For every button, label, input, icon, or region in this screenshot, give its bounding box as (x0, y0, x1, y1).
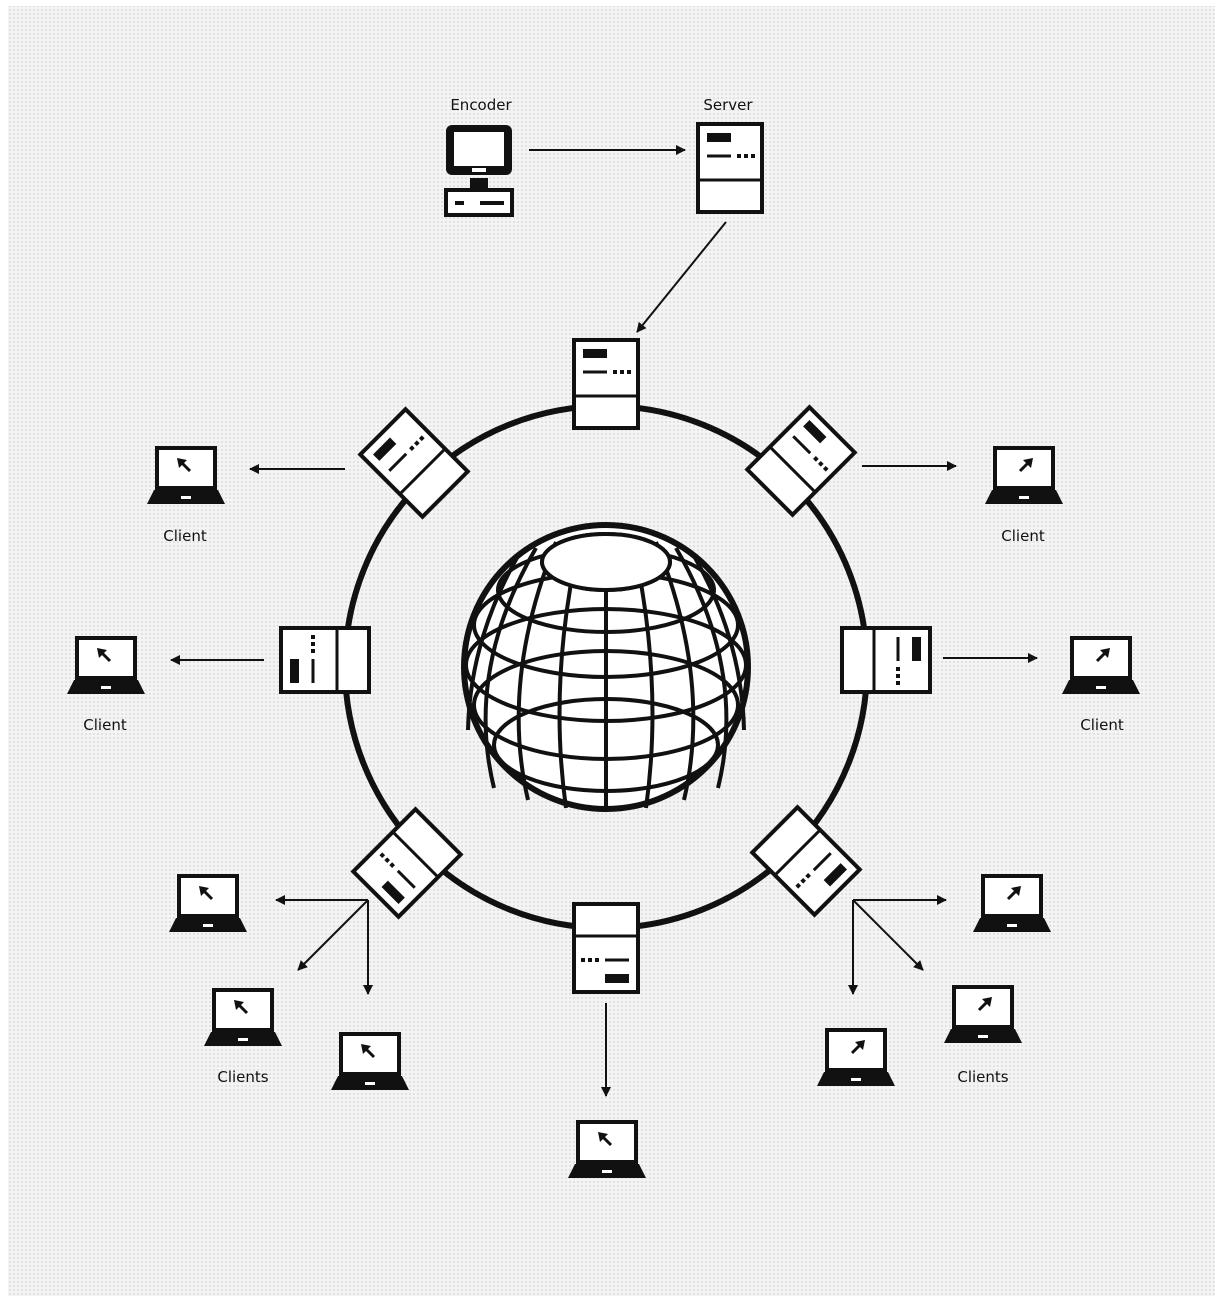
edge-server-bottom-icon (572, 902, 640, 994)
connection-arrows (170, 145, 1038, 1097)
laptop-icon (329, 1032, 411, 1092)
laptop-icon (566, 1120, 648, 1180)
server-label: Server (703, 96, 753, 114)
edge-server-right-icon (840, 626, 932, 694)
laptop-icon (983, 446, 1065, 506)
laptop-icon (1060, 636, 1142, 696)
encoder-label: Encoder (450, 96, 512, 114)
laptop-icon (202, 988, 284, 1048)
client-label-upper-right: Client (1001, 527, 1045, 545)
origin-server-icon (696, 122, 764, 214)
laptop-icon (971, 874, 1053, 934)
desktop-computer-icon (444, 125, 514, 217)
edge-server-top-icon (572, 338, 640, 430)
clients-label-lower-left: Clients (217, 1068, 268, 1086)
client-label-right: Client (1080, 716, 1124, 734)
laptop-icon (167, 874, 249, 934)
laptop-icon (815, 1028, 897, 1088)
edge-server-left-icon (279, 626, 371, 694)
laptop-icon (942, 985, 1024, 1045)
laptop-icon (145, 446, 227, 506)
globe-icon (461, 522, 751, 812)
clients-label-lower-right: Clients (957, 1068, 1008, 1086)
client-label-upper-left: Client (163, 527, 207, 545)
client-label-left: Client (83, 716, 127, 734)
laptop-icon (65, 636, 147, 696)
